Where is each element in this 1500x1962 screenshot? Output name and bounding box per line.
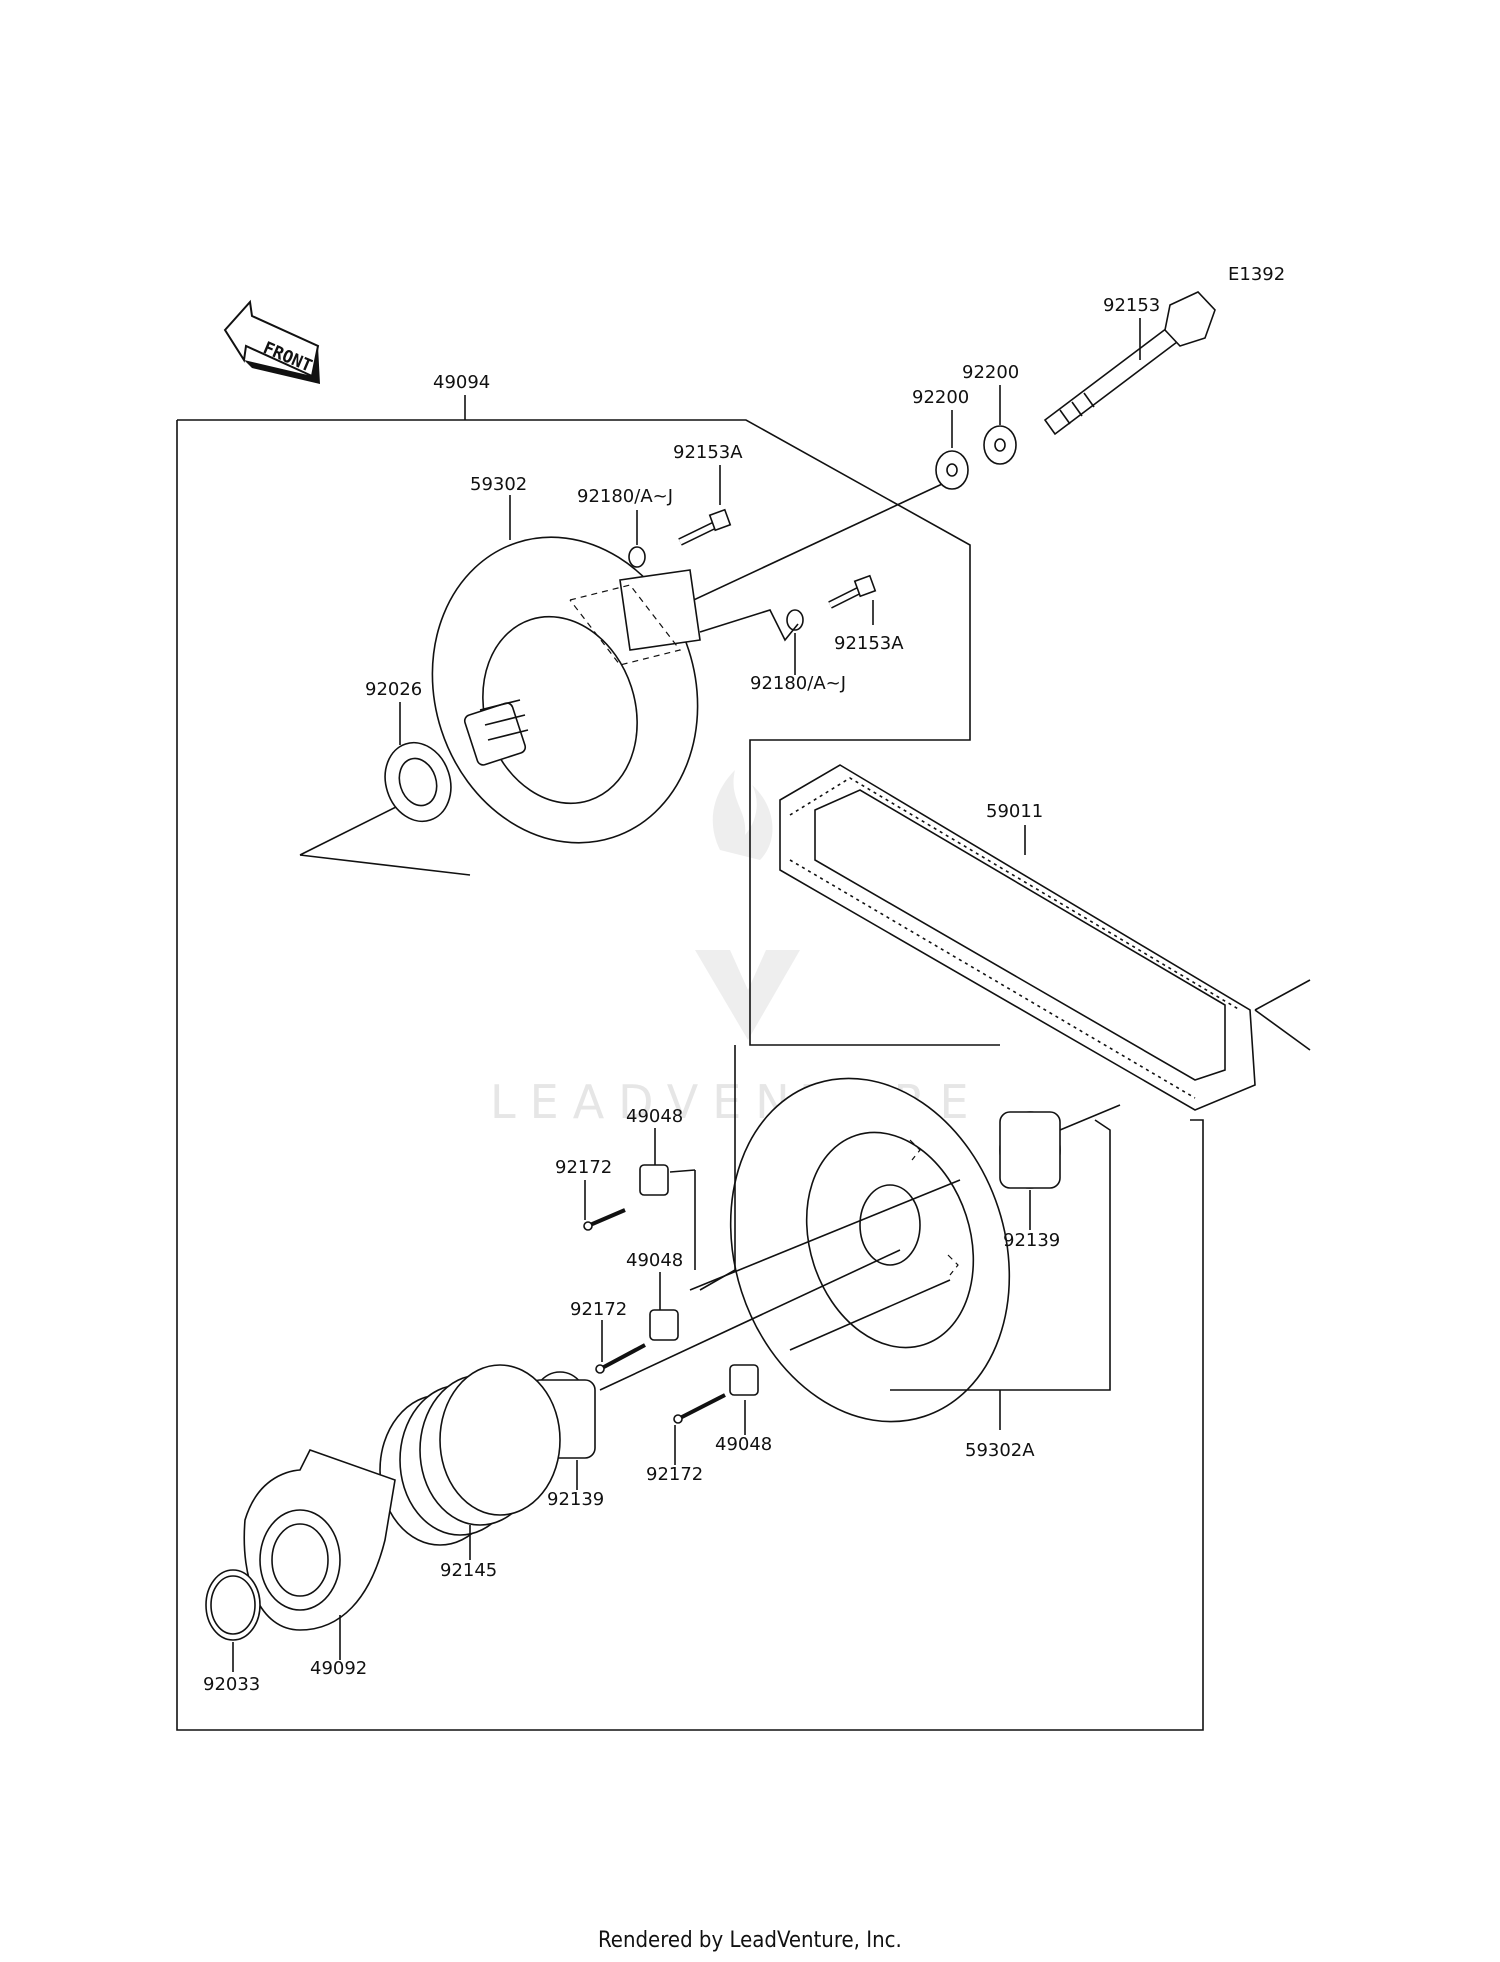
label-92200-b: 92200 [962,362,1019,383]
washer-92026 [384,741,452,823]
label-92180-side: 92180/A~J [750,673,846,694]
washer-92180-side [786,609,804,631]
slider-49048-top [639,1164,669,1196]
label-49048-mid: 49048 [626,1250,683,1271]
washer-92180-top [628,546,646,568]
label-92153a-top: 92153A [673,442,743,463]
label-49048-bottom: 49048 [715,1434,772,1455]
label-92172-bottom: 92172 [646,1464,703,1485]
cam-49092 [243,1449,396,1631]
label-92172-mid: 92172 [570,1299,627,1320]
label-49048-top: 49048 [626,1106,683,1127]
label-92153a-side: 92153A [834,633,904,654]
drive-pulley-59302 [431,536,701,844]
leadventure-watermark-logo [695,770,800,1040]
label-49092: 49092 [310,1658,367,1679]
label-92026: 92026 [365,679,422,700]
slider-49048-bottom [729,1364,759,1396]
label-49094: 49094 [433,372,490,393]
label-92172-top: 92172 [555,1157,612,1178]
label-59011: 59011 [986,801,1043,822]
label-92145: 92145 [440,1560,497,1581]
front-arrow-icon: FRONT [223,299,320,384]
slider-49048-mid [649,1309,679,1341]
bushing-92139-right [999,1111,1061,1189]
label-92180-top: 92180/A~J [577,486,673,507]
label-92153: 92153 [1103,295,1160,316]
label-92200-a: 92200 [912,387,969,408]
bolt-92153 [1043,291,1216,436]
label-92139-left: 92139 [547,1489,604,1510]
bolt-92153a-top [678,508,732,546]
diagram-code: E1392 [1228,264,1285,285]
screw-92172-top [583,1208,626,1231]
screw-92172-bottom [673,1393,726,1424]
drive-belt-59011 [779,764,1256,1111]
spring-92145 [379,1364,561,1546]
label-92033: 92033 [203,1674,260,1695]
label-59302a: 59302A [965,1440,1035,1461]
label-92139-right: 92139 [1003,1230,1060,1251]
screw-92172-mid [595,1343,646,1374]
footer-credit: Rendered by LeadVenture, Inc. [598,1928,902,1953]
assembly-outline [176,420,1204,1731]
bolt-92153a-side [828,574,877,609]
label-59302: 59302 [470,474,527,495]
driven-pulley-59302a [729,1077,1011,1423]
circlip-92033 [205,1569,261,1641]
